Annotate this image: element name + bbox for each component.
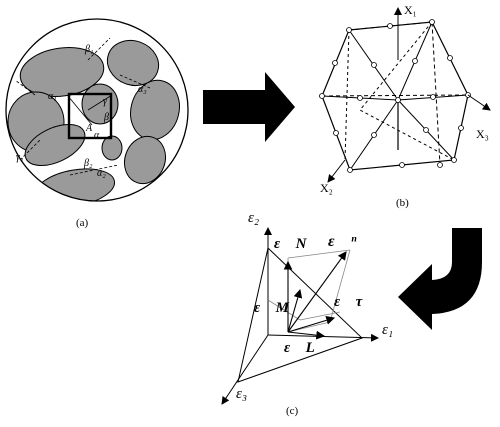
- axis-x3-label: X₃: [476, 127, 489, 141]
- axis-x2-label: X₂: [320, 181, 333, 195]
- label-alpha3: α₃: [138, 84, 147, 95]
- vector-eL-label: ε⃗ L: [284, 340, 315, 356]
- vector-eN-label: ε⃗ N: [274, 236, 308, 252]
- boundary-lines: [14, 37, 151, 176]
- panel-b: [319, 7, 491, 183]
- label-alpha1: α₁: [48, 91, 57, 102]
- label-beta1: β₁: [84, 44, 93, 55]
- label-alpha: α: [94, 130, 100, 141]
- axis-x1-label: X₁: [404, 3, 417, 17]
- grain-structure: [7, 39, 180, 201]
- label-gamma: γ: [103, 96, 108, 107]
- selection-box: [67, 92, 113, 140]
- vector-eM-label: ε⃗ M: [254, 300, 290, 316]
- label-gamma1: γ₁: [16, 152, 23, 163]
- label-alpha2: α₂: [97, 168, 106, 179]
- panel-c: [221, 227, 379, 405]
- curved-arrow-icon: [398, 228, 482, 330]
- panel-a: β₁ α₁ α₃ γ β A α γ₁ β₂ α₂ (a): [5, 18, 189, 229]
- axis-e2-label: ε₂: [248, 210, 259, 226]
- caption-c: (c): [286, 405, 299, 417]
- vector-etau-label: ε⃗ τ: [334, 294, 364, 310]
- caption-a: (a): [76, 217, 89, 229]
- label-beta: β: [103, 112, 109, 123]
- axis-e1-label: ε₁: [382, 322, 393, 338]
- sample-circle: [5, 18, 189, 202]
- caption-b: (b): [396, 197, 409, 209]
- axis-e3-label: ε₃: [236, 386, 247, 402]
- label-beta2: β₂: [83, 158, 93, 169]
- vector-en-label: ε⃗ ⁿ: [328, 233, 357, 250]
- right-arrow-icon: [203, 72, 295, 142]
- label-A: A: [85, 123, 93, 134]
